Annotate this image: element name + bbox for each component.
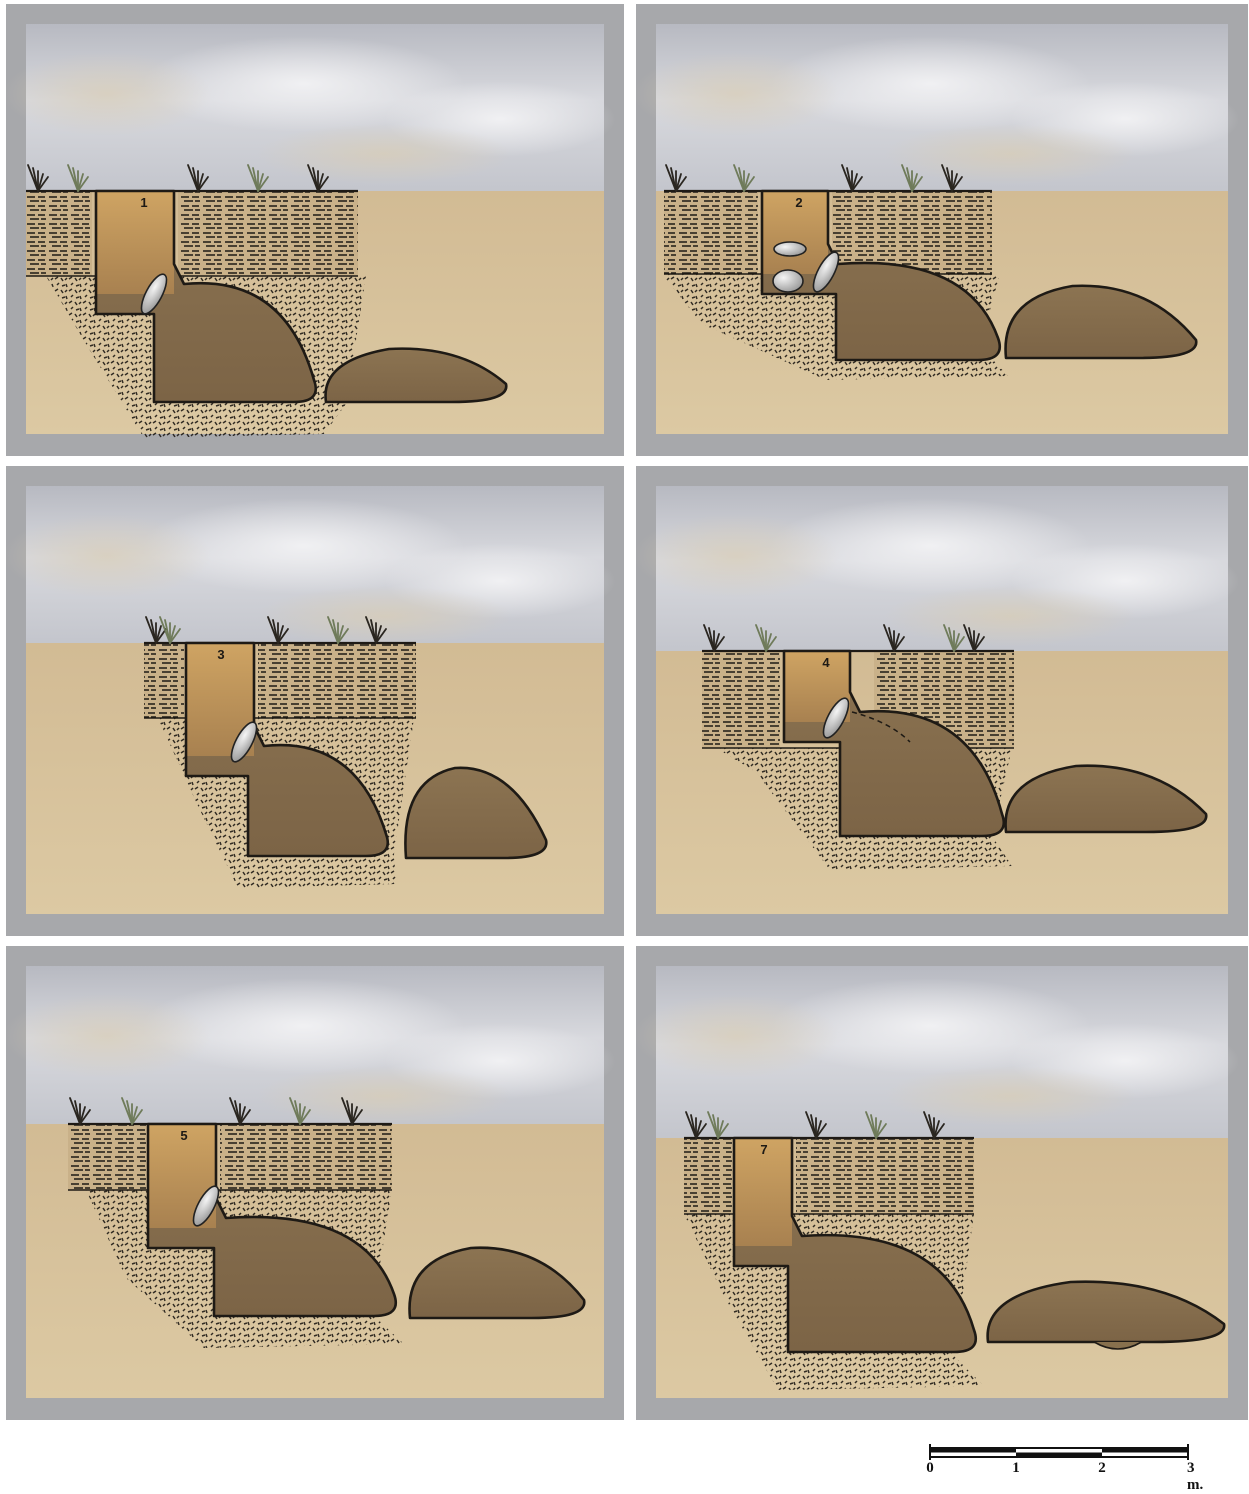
panel-number: 5 (180, 1128, 187, 1143)
section-panel-6: 7 (636, 946, 1248, 1420)
section-panel-4: 4 (636, 466, 1248, 936)
panel-number: 3 (217, 647, 224, 662)
section-panel-1: 1 (6, 4, 624, 456)
panel-number: 2 (795, 195, 802, 210)
scale-tick-3: 3 m. (1187, 1460, 1209, 1494)
scale-tick-2: 2 (1098, 1460, 1106, 1477)
scale-tick-1: 1 (1012, 1460, 1020, 1477)
panel-number: 7 (760, 1142, 767, 1157)
panel-number: 4 (822, 655, 830, 670)
section-panel-3: 3 (6, 466, 624, 936)
panel-number: 1 (140, 195, 147, 210)
scale-bar: 0 1 2 3 m. (920, 1438, 1220, 1480)
section-panel-5: 5 (6, 946, 624, 1420)
scale-tick-0: 0 (926, 1460, 934, 1477)
section-panel-2: 2 (636, 4, 1248, 456)
